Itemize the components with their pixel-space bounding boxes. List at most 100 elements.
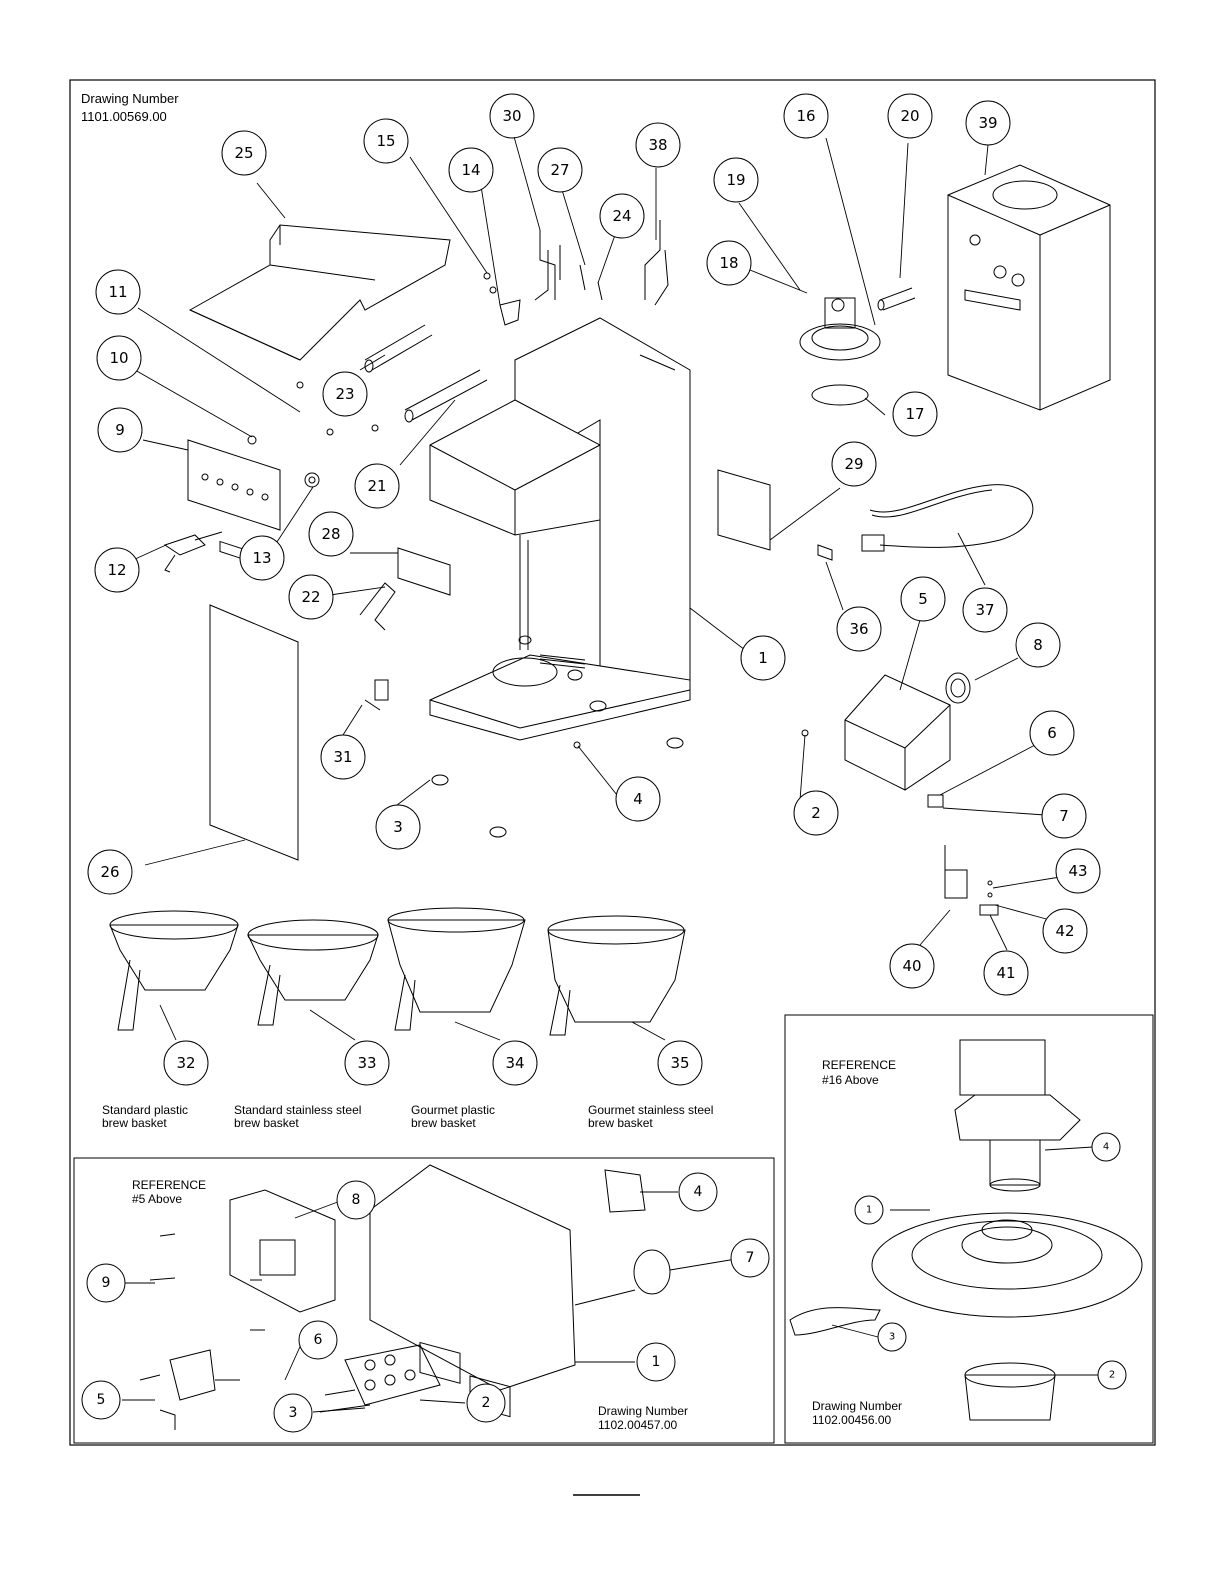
control-detail-frame [73, 1157, 775, 1444]
callout-1: 1 [740, 635, 786, 681]
callout-40-label: 40 [902, 957, 921, 975]
callout-15: 15 [363, 118, 409, 164]
valve-detail-drawings [789, 1039, 1143, 1421]
callout-16: 16 [783, 93, 829, 139]
callout-38-label: 38 [648, 136, 667, 154]
control-callout-3: 3 [273, 1393, 313, 1433]
callout-2-label: 2 [811, 804, 821, 822]
callout-27-label: 27 [550, 161, 569, 179]
control-detail-ref-line1: REFERENCE [132, 1178, 207, 1192]
control-detail-drawing-label: Drawing Number [598, 1404, 689, 1418]
callout-29: 29 [831, 441, 877, 487]
callout-4-label: 4 [633, 790, 643, 808]
control-callout-2-label: 2 [482, 1395, 491, 1411]
callout-10-label: 10 [109, 349, 128, 367]
control-callout-6-label: 6 [314, 1332, 323, 1348]
tank-drawing [947, 164, 1111, 411]
control-callout-8-label: 8 [352, 1192, 361, 1208]
callout-6-label: 6 [1047, 724, 1057, 742]
basket-caption-4a: Gourmet stainless steel [588, 1103, 714, 1117]
callout-28-label: 28 [321, 525, 340, 543]
callout-32: 32 [163, 1040, 209, 1086]
callout-27: 27 [537, 147, 583, 193]
control-detail-drawings [139, 1164, 671, 1430]
valve-callout-3-label: 3 [889, 1332, 895, 1343]
callout-35-label: 35 [670, 1054, 689, 1072]
control-callout-2: 2 [466, 1383, 506, 1423]
callout-15-label: 15 [376, 132, 395, 150]
callout-34: 34 [492, 1040, 538, 1086]
callout-21: 21 [354, 463, 400, 509]
callout-16-label: 16 [796, 107, 815, 125]
valve-callout-1: 1 [854, 1195, 884, 1225]
basket-caption-2b: brew basket [234, 1116, 299, 1130]
callout-32-label: 32 [176, 1054, 195, 1072]
callout-42-label: 42 [1055, 922, 1074, 940]
valve-callout-2: 2 [1097, 1360, 1127, 1390]
control-callout-1-label: 1 [652, 1354, 661, 1370]
callout-29-label: 29 [844, 455, 863, 473]
callout-33: 33 [344, 1040, 390, 1086]
callout-33-label: 33 [357, 1054, 376, 1072]
basket-caption-4b: brew basket [588, 1116, 653, 1130]
callout-22: 22 [288, 574, 334, 620]
callout-37: 37 [962, 587, 1008, 633]
valve-detail-drawing-number: 1102.00456.00 [812, 1413, 892, 1427]
callout-11-label: 11 [108, 283, 127, 301]
drawing-number-label: Drawing Number [81, 91, 179, 106]
callout-3-label: 3 [393, 818, 403, 836]
valve-detail-frame [784, 1014, 1154, 1444]
callout-28: 28 [308, 511, 354, 557]
basket-caption-1b: brew basket [102, 1116, 167, 1130]
callout-layer: 1234567891011121314151617181920212223242… [81, 93, 1127, 1433]
control-callout-5-label: 5 [97, 1392, 106, 1408]
control-callout-7: 7 [730, 1238, 770, 1278]
valve-detail-ref-line1: REFERENCE [822, 1058, 897, 1072]
callout-14-label: 14 [461, 161, 480, 179]
basket-caption-3a: Gourmet plastic [411, 1103, 496, 1117]
callout-19: 19 [713, 157, 759, 203]
control-detail-drawing-number: 1102.00457.00 [598, 1418, 678, 1432]
gasket-drawing [811, 384, 869, 406]
side-panel-drawing [209, 604, 299, 861]
control-callout-8: 8 [336, 1180, 376, 1220]
control-detail-ref-line2: #5 Above [132, 1192, 183, 1206]
control-callout-4-label: 4 [694, 1184, 703, 1200]
callout-5-label: 5 [918, 590, 928, 608]
callout-37-label: 37 [975, 601, 994, 619]
solenoid-valve-drawing [799, 297, 881, 361]
control-callout-9: 9 [86, 1263, 126, 1303]
callout-26-label: 26 [100, 863, 119, 881]
control-callout-3-label: 3 [289, 1405, 298, 1421]
callout-25: 25 [221, 130, 267, 176]
control-callout-7-label: 7 [746, 1250, 755, 1266]
basket-caption-1a: Standard plastic [102, 1103, 189, 1117]
callout-5: 5 [900, 576, 946, 622]
valve-callout-4: 4 [1091, 1132, 1121, 1162]
callout-42: 42 [1042, 908, 1088, 954]
callout-13: 13 [239, 535, 285, 581]
callout-36-label: 36 [849, 620, 868, 638]
callout-8-label: 8 [1033, 636, 1043, 654]
callout-38: 38 [635, 122, 681, 168]
callout-25-label: 25 [234, 144, 253, 162]
callout-17: 17 [892, 391, 938, 437]
leader-lines [122, 132, 1100, 1413]
callout-7: 7 [1041, 793, 1087, 839]
callout-34-label: 34 [505, 1054, 524, 1072]
callout-20: 20 [887, 93, 933, 139]
faceplate-drawing [187, 439, 281, 531]
callout-30-label: 30 [502, 107, 521, 125]
valve-callout-1-label: 1 [866, 1205, 872, 1216]
power-cord-drawing [869, 484, 1034, 548]
callout-7-label: 7 [1059, 807, 1069, 825]
control-callout-5: 5 [81, 1380, 121, 1420]
callout-39: 39 [965, 100, 1011, 146]
valve-callout-2-label: 2 [1109, 1370, 1115, 1381]
control-callout-9-label: 9 [102, 1275, 111, 1291]
callout-18: 18 [706, 240, 752, 286]
callout-13-label: 13 [252, 549, 271, 567]
control-callout-1: 1 [636, 1342, 676, 1382]
